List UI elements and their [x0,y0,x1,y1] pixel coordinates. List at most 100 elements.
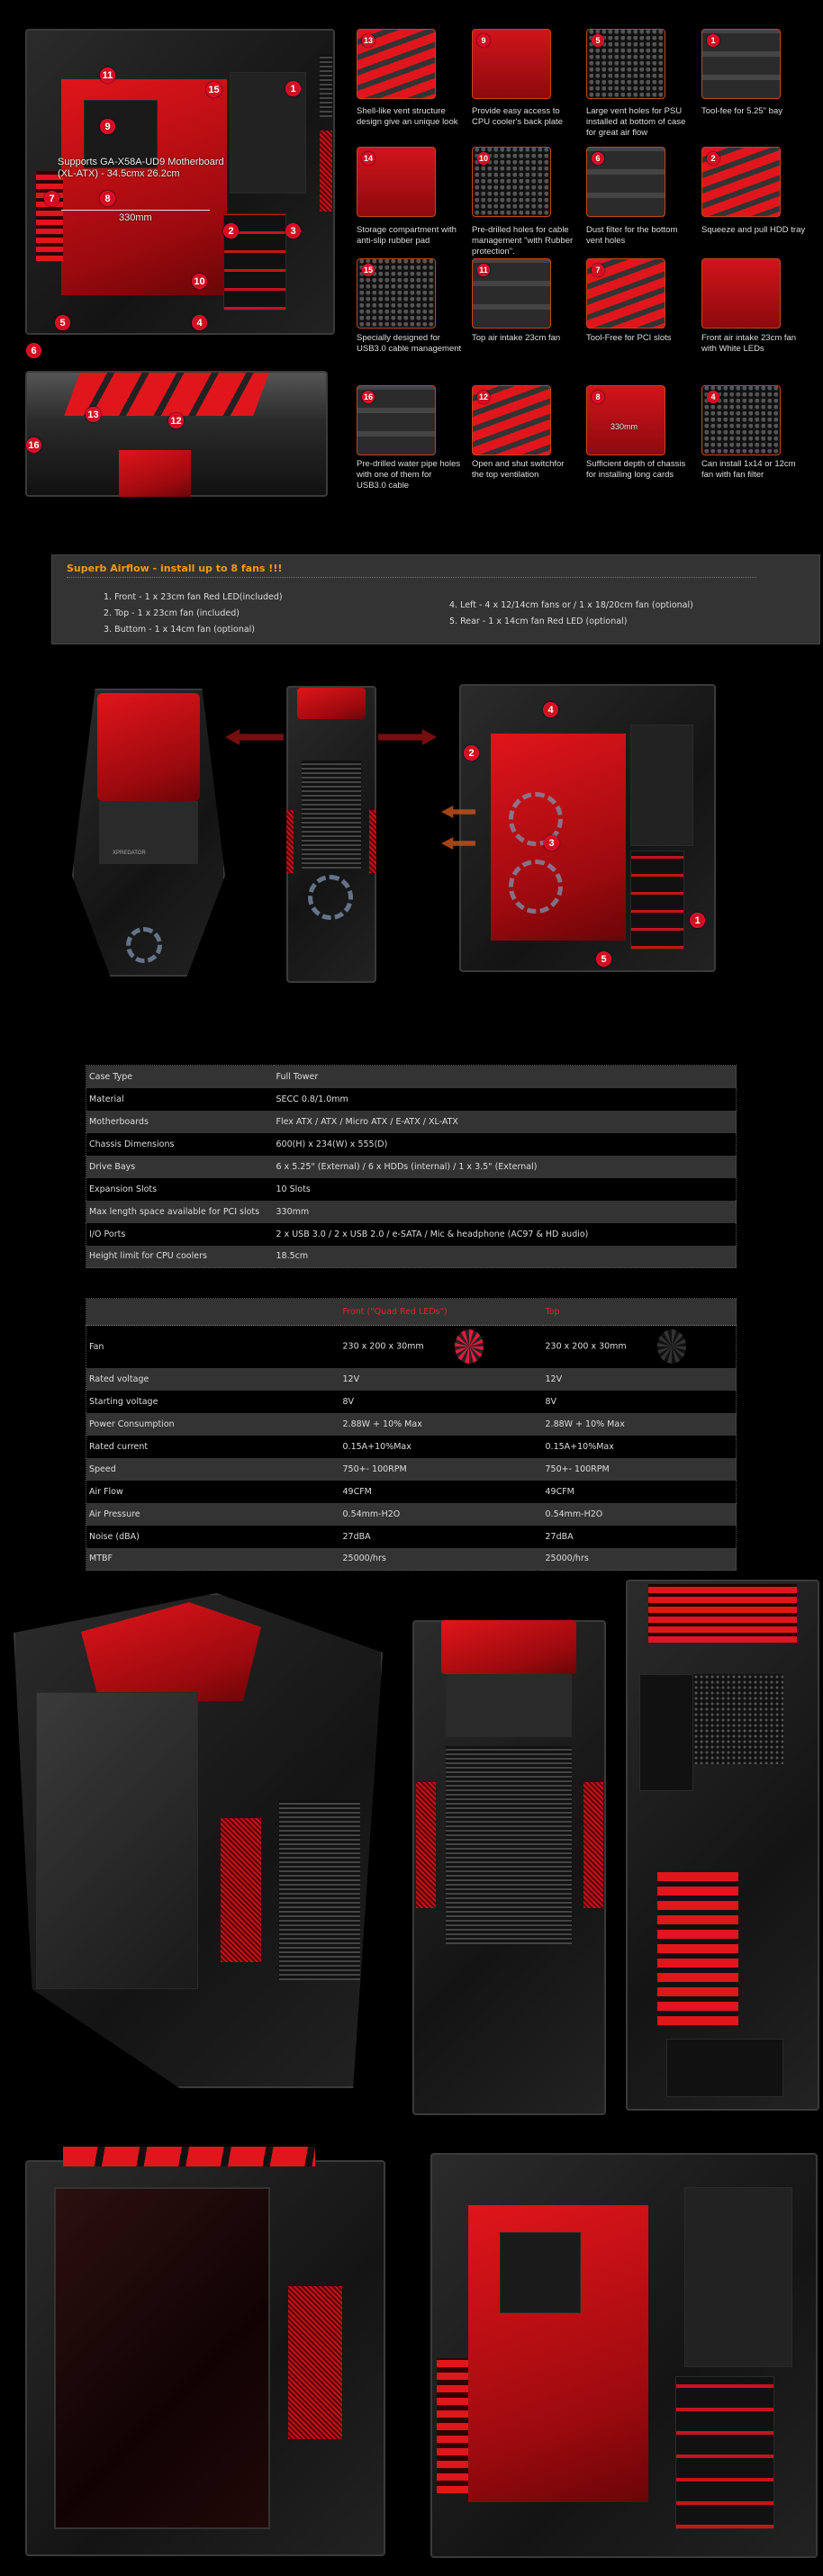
feature-caption: Tool-fee for 5.25" bay [701,106,782,116]
feature-thumbnail: 2 [701,147,781,217]
callout-badge: 1 [690,913,705,928]
exhaust-arrow-icon [378,729,437,745]
fan-label: MTBF [89,1554,113,1564]
callout-badge: 3 [285,223,301,239]
callout-badge: 11 [100,68,115,83]
feature-thumbnail: 1 [701,29,781,99]
front-bays [279,1800,360,1980]
motherboard-tray [491,734,626,941]
callout-badge: 13 [86,407,101,422]
red-fan-image [454,1329,484,1365]
feature-thumbnail: 12 [472,385,551,455]
spec-label: Max length space available for PCI slots [89,1206,260,1217]
side-grille [320,54,332,117]
feature-caption: Shell-like vent structure design give an… [357,106,458,127]
callout-badge: 13 [362,34,375,47]
table-row: Max length space available for PCI slots… [86,1200,737,1223]
airflow-item: 4. Left - 4 x 12/14cm fans or / 1 x 18/2… [449,600,693,610]
callout-badge: 2 [223,223,239,239]
fan-label: Power Consumption [89,1419,175,1429]
fan-value: 0.54mm-H2O [545,1509,603,1519]
case-rear-photo [626,1580,819,2111]
airflow-swirl-icon [509,792,563,846]
callout-badge: 14 [362,152,375,165]
card-length-line [61,210,210,211]
exhaust-arrow-icon [225,729,284,745]
airflow-item: 2. Top - 1 x 23cm fan (included) [104,608,240,618]
fan-value: 8V [342,1396,355,1407]
feature-thumbnail: 10 [472,147,551,217]
spec-label: I/O Ports [89,1229,126,1239]
fan-value: 25000/hrs [545,1554,589,1564]
fan-label: Rated voltage [89,1374,149,1384]
top-vent-fins [63,2147,315,2166]
drive-bays [684,2187,792,2367]
feature-caption: Tool-Free for PCI slots [586,333,672,343]
callout-badge: 2 [707,152,719,165]
callout-badge: 12 [477,391,490,403]
fan-label: Rated current [89,1441,149,1452]
fan-value: 230 x 200 x 30mm [543,1326,737,1368]
feature-thumbnail: 15 [357,258,436,329]
airflow-swirl-icon [509,860,563,914]
feature-caption: Storage compartment with anti-slip rubbe… [357,225,457,246]
motherboard-size-note: (XL-ATX) - 34.5cmx 26.2cm [58,168,180,179]
callout-badge: 11 [477,264,490,276]
callout-badge: 5 [55,315,70,330]
callout-badge: 6 [592,152,604,165]
interior [119,450,191,497]
callout-badge: 1 [285,81,301,96]
spec-value: 2 x USB 3.0 / 2 x USB 2.0 / e-SATA / Mic… [276,1229,589,1239]
fan-value: 49CFM [342,1486,372,1497]
pci-slots [437,2358,468,2493]
callout-badge: 16 [26,437,41,453]
header-front: Front ("Quad Red LEDs") [342,1307,448,1317]
callout-badge: 7 [592,264,604,276]
feature-caption: Sufficient depth of chassis for installi… [586,459,686,480]
callout-badge: 5 [596,951,611,967]
cpu-cutout [500,2232,581,2313]
spec-value: 330mm [276,1206,310,1217]
feature-caption: Pre-drilled water pipe holes with one of… [357,459,461,491]
fan-label: Noise (dBA) [89,1531,140,1542]
spec-value: 6 x 5.25" (External) / 6 x HDDs (interna… [276,1161,538,1172]
fan-label: Fan [89,1341,104,1352]
spec-label: Chassis Dimensions [89,1139,175,1149]
drive-bays [630,725,693,846]
feature-caption: Specially designed for USB3.0 cable mana… [357,333,462,354]
callout-badge: 12 [168,413,184,428]
feature-caption: Large vent holes for PSU installed at bo… [586,106,686,138]
hdd-cage [630,851,684,950]
bay-covers [446,1746,572,1944]
cpu-cutout [84,100,158,168]
fan-label: Speed [89,1464,116,1474]
spec-value: Flex ATX / ATX / Micro ATX / E-ATX / XL-… [276,1116,458,1127]
hdd-cage [675,2376,774,2529]
callout-badge: 9 [477,34,490,47]
side-mesh [369,810,376,873]
fan-value: 0.15A+10%Max [342,1441,412,1452]
top-vent-fins [648,1584,797,1643]
callout-badge: 6 [26,343,41,358]
callout-badge: 3 [544,835,559,851]
callout-badge: 1 [707,34,719,47]
feature-caption: Provide easy access to CPU cooler's back… [472,106,564,127]
fan-value: 27dBA [342,1531,371,1542]
spec-value: 18.5cm [276,1251,309,1262]
callout-badge: 15 [206,82,222,97]
airflow-title: Superb Airflow - install up to 8 fans !!… [67,563,283,574]
callout-badge: 4 [543,702,558,717]
top-vent [297,688,366,719]
top-vent [97,693,200,801]
